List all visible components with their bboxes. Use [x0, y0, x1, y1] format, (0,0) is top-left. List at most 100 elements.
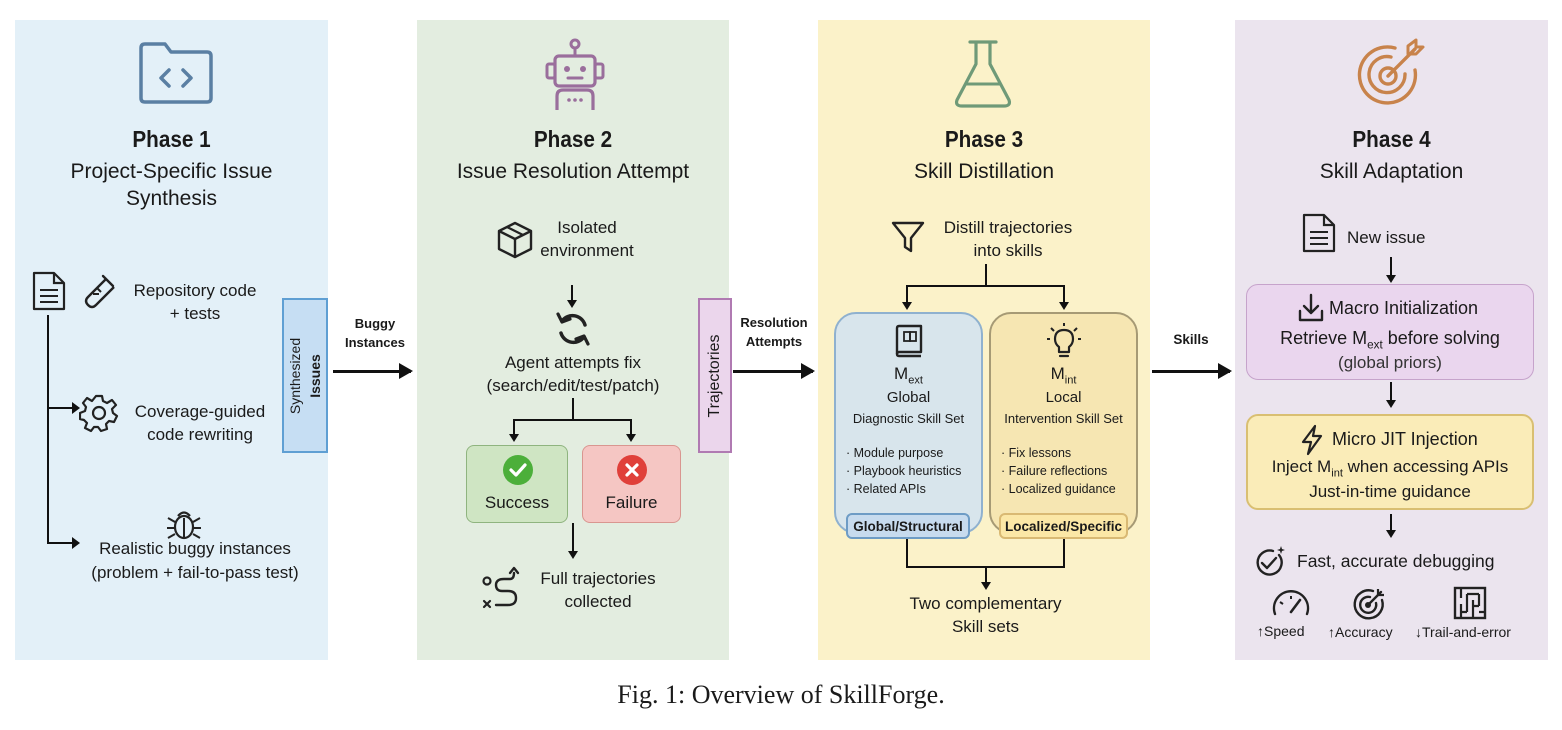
phase4-heading: Phase 4: [1352, 126, 1431, 152]
local-set: Intervention Skill Set: [1004, 411, 1123, 426]
arrowhead: [902, 302, 912, 310]
arrow-buggy-instances: [333, 363, 413, 379]
arrow2-label: Resolution Attempts: [733, 313, 815, 351]
traj-line1: Full trajectories: [540, 569, 656, 588]
trajectories-label: Trajectories: [706, 334, 723, 417]
repo-code-line2: + tests: [169, 304, 221, 323]
arrow1-line2: Instances: [345, 335, 405, 350]
local-item: · Fix lessons: [1001, 446, 1072, 460]
arrowhead: [568, 551, 578, 559]
package-icon: [497, 221, 533, 259]
download-icon: [1298, 293, 1324, 322]
macro-initialization-box: Macro Initialization Retrieve Mext befor…: [1246, 284, 1534, 380]
speed-metric: ↑Speed: [1257, 623, 1305, 639]
robot-icon: [545, 38, 605, 110]
micro-jit-box: Micro JIT Injection Inject Mint when acc…: [1246, 414, 1534, 510]
macro-title: Macro Initialization: [1329, 298, 1479, 318]
split-line: [630, 419, 632, 435]
arrow2-line2: Attempts: [745, 334, 803, 349]
arrow1-line1: Buggy: [354, 316, 396, 331]
book-icon: [895, 324, 923, 358]
env-line2: environment: [540, 241, 634, 260]
phase3-heading: Phase 3: [944, 126, 1024, 152]
global-item: · Module purpose: [846, 446, 944, 460]
local-item: · Failure reflections: [1001, 464, 1108, 478]
maze-icon: [1453, 586, 1487, 620]
buggy-line1: Realistic buggy instances: [99, 539, 291, 558]
micro-title: Micro JIT Injection: [1332, 429, 1478, 449]
collect-line: [572, 523, 574, 553]
agent-line1: Agent attempts fix: [504, 353, 642, 372]
flow-line: [1390, 257, 1392, 277]
local-skill-card: Mint Local Intervention Skill Set · Fix …: [989, 312, 1138, 534]
split-line: [906, 285, 1064, 287]
accuracy-target-icon: [1353, 589, 1384, 620]
mint-symbol: M: [1050, 364, 1065, 383]
phase4-panel: Phase 4 Skill Adaptation New issue Macro…: [1235, 20, 1548, 660]
trajectories-box: Trajectories: [698, 298, 732, 453]
lightning-icon: [1301, 424, 1323, 456]
merge-line: [1063, 539, 1065, 567]
phase2-heading: Phase 2: [533, 126, 613, 152]
global-structural-tag: Global/Structural: [846, 513, 970, 539]
lightbulb-icon: [1047, 323, 1081, 358]
merge-line: [906, 539, 908, 567]
x-circle-icon: [617, 455, 647, 485]
micro-note: Just-in-time guidance: [1309, 482, 1471, 501]
buggy-line2: (problem + fail-to-pass test): [91, 563, 299, 582]
env-line1: Isolated: [557, 218, 617, 237]
arrow-skills: [1152, 363, 1232, 379]
flow-line: [1390, 382, 1392, 402]
document-icon: [1302, 213, 1336, 253]
refresh-icon: [556, 312, 590, 346]
split-line: [513, 419, 631, 421]
split-line: [513, 419, 515, 435]
local-items: · Fix lessons · Failure reflections · Lo…: [1001, 444, 1116, 498]
synthesized-label: Synthesized: [287, 337, 303, 414]
phase2-title: Issue Resolution Attempt: [456, 160, 690, 183]
local-name: Local: [1045, 389, 1082, 406]
global-set: Diagnostic Skill Set: [852, 411, 965, 426]
document-icon: [32, 271, 66, 311]
arrowhead: [509, 434, 519, 442]
success-label: Success: [484, 493, 550, 512]
mext-symbol: M: [894, 364, 909, 383]
check-sparkle-icon: [1256, 546, 1285, 576]
phase1-title-line1: Project-Specific Issue: [70, 160, 273, 183]
mint-subscript: int: [1064, 374, 1077, 387]
bug-icon: [167, 511, 201, 540]
macro-sub: ext: [1367, 338, 1383, 352]
macro-note: (global priors): [1338, 353, 1442, 372]
split-line: [572, 398, 574, 420]
flow-line: [1390, 514, 1392, 532]
route-icon: [482, 566, 520, 609]
coverage-line1: Coverage-guided: [134, 402, 266, 421]
arrowhead: [1059, 302, 1069, 310]
bottom-line2: Skill sets: [951, 617, 1020, 636]
macro-post: before solving: [1382, 328, 1500, 348]
flask-icon: [954, 40, 1012, 108]
distill-line1: Distill trajectories: [943, 218, 1073, 237]
phase3-title: Skill Distillation: [913, 160, 1055, 183]
phase1-panel: Phase 1 Project-Specific Issue Synthesis…: [15, 20, 328, 660]
global-items: · Module purpose · Playbook heuristics ·…: [846, 444, 961, 498]
split-line: [985, 264, 987, 286]
arrow-resolution-attempts: [733, 363, 815, 379]
speedometer-icon: [1272, 590, 1310, 616]
success-box: Success: [466, 445, 568, 523]
bottom-line1: Two complementary: [909, 594, 1062, 613]
macro-pre: Retrieve M: [1280, 328, 1368, 348]
connector-line: [47, 315, 49, 543]
arrowhead: [626, 434, 636, 442]
arrowhead: [1386, 275, 1396, 283]
repo-code-line1: Repository code: [133, 281, 257, 300]
split-line: [906, 285, 908, 303]
issues-label: Issues: [307, 353, 323, 398]
distill-line2: into skills: [973, 241, 1043, 260]
fast-debugging: Fast, accurate debugging: [1297, 551, 1495, 571]
traj-line2: collected: [564, 592, 632, 611]
coverage-line2: code rewriting: [147, 425, 253, 444]
arrowhead: [1386, 530, 1396, 538]
phase1-title-line2: Synthesis: [125, 187, 218, 210]
global-skill-card: Mext Global Diagnostic Skill Set · Modul…: [834, 312, 983, 534]
